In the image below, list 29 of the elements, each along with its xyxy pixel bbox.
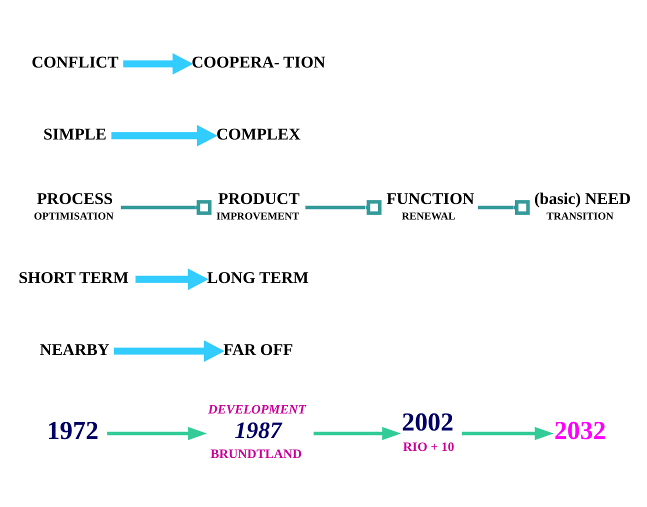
arrow [462, 426, 554, 440]
connector [120, 200, 212, 214]
node-text: PROCESS OPTIMISATION [34, 188, 114, 222]
arrow [107, 426, 207, 440]
node-text: 2032 [554, 415, 606, 444]
arrow [111, 124, 218, 146]
arrow [314, 426, 402, 440]
node-text: COOPERA- TION [192, 52, 326, 72]
node-text: CONFLICT [32, 52, 119, 72]
node-text: 1987 [234, 418, 282, 444]
arrow [114, 340, 225, 362]
node-text: SHORT TERM [18, 268, 129, 287]
arrow [123, 52, 194, 74]
node-text: LONG TERM [206, 268, 309, 287]
node-text: COMPLEX [216, 124, 301, 143]
node-text: 2002 [402, 407, 454, 436]
node-text: NEARBY [40, 339, 110, 358]
connector [478, 200, 530, 214]
node-text: 1972 [46, 415, 99, 444]
arrow [136, 268, 208, 290]
node-text: FUNCTION RENEWAL [386, 188, 474, 222]
node-text: PRODUCT IMPROVEMENT [216, 188, 300, 222]
node-label: RIO + 10 [402, 438, 454, 454]
connector [305, 200, 382, 214]
node-text: FAR OFF [223, 339, 294, 358]
node-label: BRUNDTLAND [210, 445, 302, 460]
node-text: SIMPLE [43, 124, 107, 143]
node-label: DEVELOPMENT [208, 400, 306, 416]
node-text: (basic) NEED TRANSITION [534, 188, 631, 222]
